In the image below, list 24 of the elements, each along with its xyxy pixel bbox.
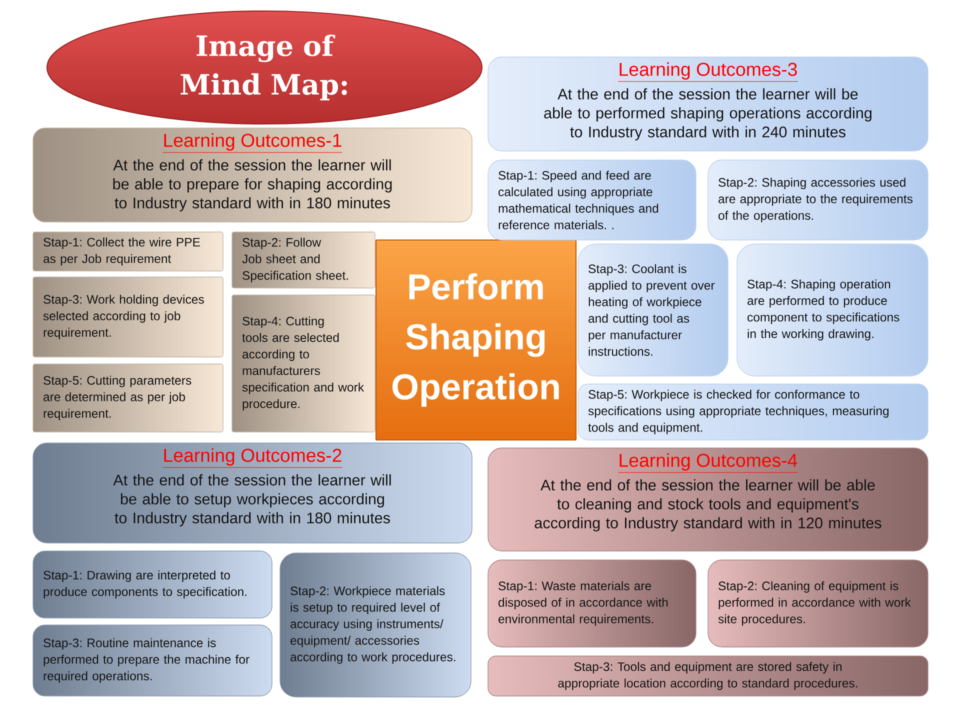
outcome-text: At the end of the session the learner will be able to cleaning and stock tools and equipment's according to Industry standard with in 120 minutes: [534, 479, 882, 532]
outcome-heading: Learning Outcomes-1: [162, 133, 343, 153]
step-box: Stap-3: Routine maintenance is performed to prepare the machine for required operations.: [32, 624, 272, 696]
step-box: Stap-1: Drawing are interpreted to produce components to specification.: [32, 550, 272, 618]
step-box: Stap-4: Cutting tools are selected according to manufacturers specification and work procedure.: [232, 294, 376, 432]
outcome-heading: Learning Outcomes-2: [162, 448, 343, 468]
outcome-heading: Learning Outcomes-4: [618, 453, 798, 473]
step-box: Stap-4: Shaping operation are performed to produce component to specifications in the working drawing.: [736, 244, 928, 376]
step-box: Stap-3: Work holding devices selected according to job requirement.: [32, 276, 224, 358]
step-box: Stap-1: Collect the wire PPE as per Job requirement: [32, 232, 224, 272]
step-box: Stap-2: Shaping accessories used are appropriate to the requirements of the operations.: [708, 160, 928, 240]
step-box: Stap-3: Tools and equipment are stored safety in appropriate location according to standard procedures.: [488, 656, 928, 696]
step-box: Stap-5: Workpiece is checked for conformance to specifications using appropriate techniques, measuring tools and equipment.: [578, 384, 928, 440]
step-box: Stap-5: Cutting parameters are determined as per job requirement.: [32, 364, 224, 432]
step-box: Stap-1: Waste materials are disposed of in accordance with environmental requirements.: [488, 560, 696, 648]
step-box: Stap-2: Follow Job sheet and Specification sheet.: [232, 232, 376, 288]
outcome-text: At the end of the session the learner will be able to performed shaping operations according to Industry standard with in 240 minutes: [544, 88, 872, 140]
step-box: Stap-3: Coolant is applied to prevent over heating of workpiece and cutting tool as per manufacturer instructions.: [578, 244, 728, 376]
step-box: Stap-1: Speed and feed are calculated using appropriate mathematical techniques and reference materials. .: [488, 160, 696, 240]
step-box: Stap-2: Cleaning of equipment is performed in accordance with work site procedures.: [708, 560, 928, 648]
step-box: Stap-2: Workpiece materials is setup to required level of accuracy using instruments/ equipment/ accessories according to work procedures.: [280, 552, 472, 698]
outcome-text: At the end of the session the learner will be able to setup workpieces according to Industry standard with in 180 minutes: [113, 474, 391, 526]
outcome-text: At the end of the session the learner will be able to prepare for shaping according to Industry standard with in 180 minutes: [113, 159, 392, 212]
outcome-heading: Learning Outcomes-3: [618, 62, 798, 82]
